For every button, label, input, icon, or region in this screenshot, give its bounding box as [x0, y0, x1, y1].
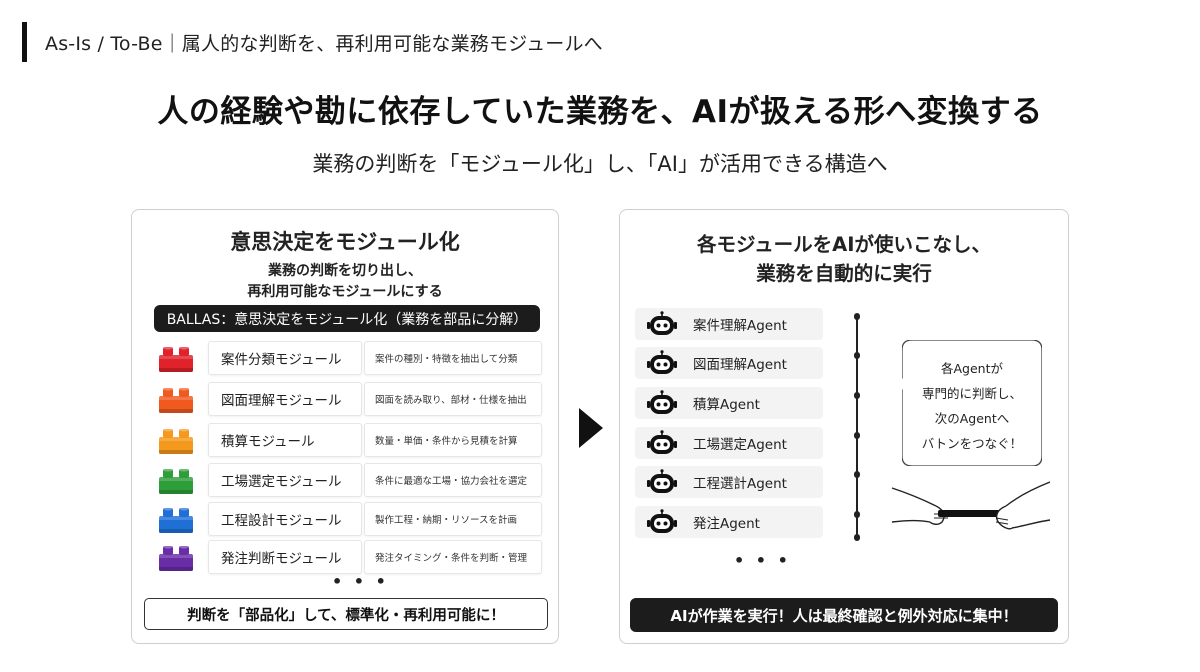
module-ellipsis: • • • [332, 572, 389, 591]
module-panel-subtitle-2: 再利用可能なモジュールにする [247, 284, 443, 300]
lego-brick-icon [159, 544, 193, 571]
module-description: 製作工程・納期・リソースを計画 [364, 502, 542, 536]
section-label-text: As-Is / To-Be｜属人的な判断を、再利用可能な業務モジュールへ [45, 32, 603, 55]
module-row: 積算モジュール数量・単価・条件から見積を計算 [152, 423, 542, 457]
lego-brick-icon [159, 386, 193, 413]
module-row: 工程設計モジュール製作工程・納期・リソースを計画 [152, 502, 542, 536]
module-description: 発注タイミング・条件を判断・管理 [364, 540, 542, 574]
robot-icon [647, 390, 677, 414]
module-panel: 意思決定をモジュール化 業務の判断を切り出し、 再利用可能なモジュールにする B… [131, 209, 559, 644]
agent-label: 案件理解Agent [693, 318, 787, 334]
agent-label: 発注Agent [693, 516, 760, 532]
agent-row: 積算Agent [635, 387, 823, 419]
agent-row: 工程選計Agent [635, 466, 823, 498]
module-name: 工程設計モジュール [208, 502, 362, 536]
module-panel-title: 意思決定をモジュール化 [230, 230, 460, 254]
module-description: 図面を読み取り、部材・仕様を抽出 [364, 382, 542, 416]
page-headline: 人の経験や勘に依存していた業務を、AIが扱える形へ変換する [157, 94, 1043, 130]
agent-connector-line [856, 315, 858, 535]
speech-bubble-text: 各Agentが 専門的に判断し、 次のAgentへ バトンをつなぐ！ [904, 356, 1040, 456]
module-row: 工場選定モジュール条件に最適な工場・協力会社を選定 [152, 463, 542, 497]
module-description: 案件の種別・特徴を抽出して分類 [364, 341, 542, 375]
agent-row: 発注Agent [635, 506, 823, 538]
agent-ellipsis: • • • [734, 551, 791, 570]
agent-panel-footer: AIが作業を実行！人は最終確認と例外対応に集中！ [630, 598, 1058, 632]
agent-row: 図面理解Agent [635, 347, 823, 379]
module-name: 図面理解モジュール [208, 382, 362, 416]
module-panel-subtitle-1: 業務の判断を切り出し、 [268, 263, 422, 279]
agent-panel-title-2: 業務を自動的に実行 [756, 262, 932, 285]
page-subheadline: 業務の判断を「モジュール化」し、「AI」が活用できる構造へ [312, 152, 888, 176]
connector-dot [853, 471, 860, 478]
connector-dot [853, 352, 860, 359]
bubble-line: 次のAgentへ [934, 411, 1010, 426]
agent-label: 工場選定Agent [693, 437, 787, 453]
robot-icon [647, 311, 677, 335]
module-description: 数量・単価・条件から見積を計算 [364, 423, 542, 457]
bubble-line: 各Agentが [941, 361, 1003, 376]
agent-row: 工場選定Agent [635, 427, 823, 459]
arrow-right-icon [579, 408, 603, 448]
module-row: 発注判断モジュール発注タイミング・条件を判断・管理 [152, 540, 542, 574]
agent-label: 積算Agent [693, 397, 760, 413]
bubble-line: バトンをつなぐ！ [921, 436, 1023, 451]
agent-label: 工程選計Agent [693, 476, 787, 492]
agent-row: 案件理解Agent [635, 308, 823, 340]
robot-icon [647, 350, 677, 374]
connector-dot [853, 392, 860, 399]
bubble-line: 専門的に判断し、 [921, 386, 1022, 401]
section-label: As-Is / To-Be｜属人的な判断を、再利用可能な業務モジュールへ [22, 22, 603, 62]
section-label-bar [22, 22, 27, 62]
module-name: 工場選定モジュール [208, 463, 362, 497]
module-description: 条件に最適な工場・協力会社を選定 [364, 463, 542, 497]
connector-dot [853, 313, 860, 320]
agent-label: 図面理解Agent [693, 357, 787, 373]
lego-brick-icon [159, 506, 193, 533]
module-row: 案件分類モジュール案件の種別・特徴を抽出して分類 [152, 341, 542, 375]
module-name: 発注判断モジュール [208, 540, 362, 574]
agent-panel-title-1: 各モジュールをAIが使いこなし、 [697, 233, 991, 256]
lego-brick-icon [159, 427, 193, 454]
connector-dot [853, 432, 860, 439]
module-row: 図面理解モジュール図面を読み取り、部材・仕様を抽出 [152, 382, 542, 416]
lego-brick-icon [159, 345, 193, 372]
lego-brick-icon [159, 467, 193, 494]
connector-dot [853, 534, 860, 541]
robot-icon [647, 430, 677, 454]
robot-icon [647, 509, 677, 533]
agent-panel: 各モジュールをAIが使いこなし、 業務を自動的に実行 案件理解Agent 図面理解… [619, 209, 1069, 644]
ballas-banner: BALLAS：意思決定をモジュール化（業務を部品に分解） [154, 305, 540, 332]
baton-handoff-icon [891, 481, 1051, 530]
module-name: 案件分類モジュール [208, 341, 362, 375]
robot-icon [647, 469, 677, 493]
module-panel-footer: 判断を「部品化」して、標準化・再利用可能に！ [144, 598, 548, 630]
connector-dot [853, 511, 860, 518]
module-name: 積算モジュール [208, 423, 362, 457]
